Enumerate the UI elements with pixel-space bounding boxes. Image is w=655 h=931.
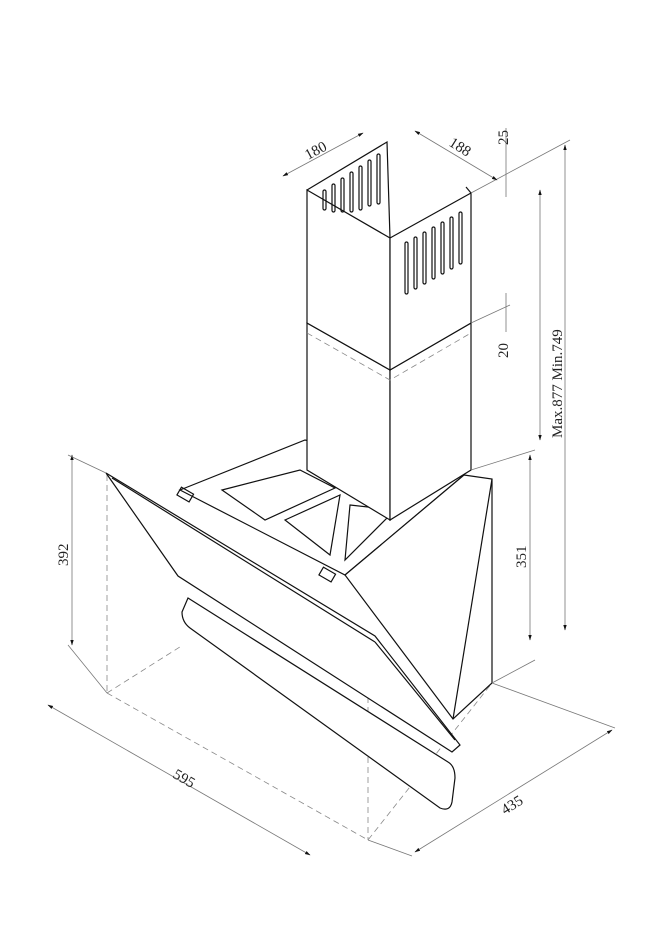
dim-hood-height-front: 392 bbox=[56, 544, 72, 567]
dimension-lines bbox=[47, 128, 616, 857]
dim-overlap: 20 bbox=[496, 343, 512, 358]
dim-total-height: Max.877 Min.749 bbox=[550, 329, 566, 438]
dim-chimney-width: 180 bbox=[302, 139, 329, 164]
dim-top-gap: 25 bbox=[496, 130, 512, 145]
hinge-right bbox=[318, 566, 337, 583]
chimney-lower bbox=[306, 321, 472, 522]
motor-box bbox=[344, 474, 493, 720]
dim-depth: 435 bbox=[499, 793, 527, 818]
dim-hood-height-back: 351 bbox=[514, 546, 530, 569]
dim-chimney-depth: 188 bbox=[446, 135, 474, 160]
vent-slots bbox=[322, 153, 463, 295]
hinge-left bbox=[176, 486, 195, 503]
chimney-upper bbox=[306, 140, 472, 372]
